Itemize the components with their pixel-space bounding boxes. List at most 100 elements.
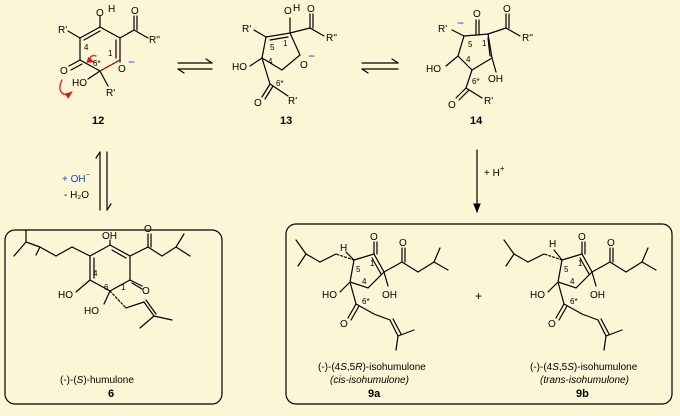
c12-num-6: 6* xyxy=(93,59,101,68)
c9a-name-line2: (cis-isohumulone) xyxy=(330,375,409,386)
c13-atom-r-prime-low: R' xyxy=(288,96,297,107)
c14-atom-ho: HO xyxy=(426,64,441,75)
c9b-label: 9b xyxy=(576,388,589,400)
c9a-atom-o-carbonyl: O xyxy=(399,238,407,249)
c9b-atom-o-top: O xyxy=(578,232,586,243)
c9b-num-5: 5 xyxy=(564,265,569,274)
reagent-hydroxide-text: + OH xyxy=(62,174,86,185)
equilibrium-arrow-12-6 xyxy=(95,151,112,211)
c13-num-4: 4 xyxy=(268,57,273,66)
c9a-atom-oh: OH xyxy=(382,290,397,301)
c13-num-5: 5 xyxy=(270,43,275,52)
c6-atom-ho-left: HO xyxy=(58,290,73,301)
c9b-name-c: ,5 xyxy=(559,362,568,373)
compound-13-structure xyxy=(249,13,325,100)
c9a-num-5: 5 xyxy=(356,265,361,274)
c14-atom-o-ketone: O xyxy=(448,100,456,111)
c13-atom-o-carbonyl: O xyxy=(307,4,315,15)
c9b-num-1: 1 xyxy=(578,259,583,268)
c9a-num-1: 1 xyxy=(370,259,375,268)
c9b-num-6: 6* xyxy=(570,297,578,306)
c12-atom-h: H xyxy=(108,4,115,15)
c9a-name-a: (-)-(4 xyxy=(318,362,341,373)
c12-atom-o-minus: O xyxy=(118,64,126,75)
reagent-proton-charge: + xyxy=(500,164,505,173)
c9b-num-4: 4 xyxy=(570,277,575,286)
c9a-label: 9a xyxy=(368,388,381,400)
reagent-hydroxide: + OH− xyxy=(62,170,91,185)
reagent-proton-text: + H xyxy=(484,168,500,179)
c13-atom-r-prime: R' xyxy=(242,24,251,35)
c9b-name-b: S xyxy=(552,362,559,373)
c13-atom-r-dprime: R'' xyxy=(326,33,337,44)
c9a-atom-o-top: O xyxy=(370,232,378,243)
c12-atom-r-prime: R' xyxy=(58,25,67,36)
c14-atom-oh: OH xyxy=(488,74,503,85)
c9b-name-line2: (trans-isohumulone) xyxy=(540,375,629,386)
c9a-name-e: )-isohumulone xyxy=(362,362,426,373)
c9b-name-e: )-isohumulone xyxy=(574,362,638,373)
c14-num-6: 6* xyxy=(472,77,480,86)
c6-atom-ho-low: HO xyxy=(84,306,99,317)
compound-14-structure xyxy=(445,13,521,101)
c14-atom-r-dprime: R'' xyxy=(522,33,533,44)
c14-charge: − xyxy=(457,16,464,30)
c6-name: (-)-(S)-humulone xyxy=(60,375,134,386)
reagent-hydroxide-charge: − xyxy=(86,170,91,179)
c9b-atom-o-carbonyl: O xyxy=(607,238,615,249)
c9a-atom-h: H xyxy=(340,243,347,254)
c14-num-5: 5 xyxy=(468,40,473,49)
compound-12-structure xyxy=(67,15,149,87)
c14-atom-o-carbonyl: O xyxy=(503,4,511,15)
c9a-name-d: R xyxy=(355,362,362,373)
c9a-name-c: ,5 xyxy=(347,362,356,373)
c6-num-1: 1 xyxy=(121,283,126,292)
c6-num-6: 6 xyxy=(104,283,109,292)
reagent-water: - H₂O xyxy=(64,190,89,201)
plus-sign: + xyxy=(475,289,482,303)
reagent-proton: + H+ xyxy=(484,164,505,179)
c9a-name-line1: (-)-(4S,5R)-isohumulone xyxy=(318,362,426,373)
c12-atom-o-top: O xyxy=(96,8,104,19)
compound-12-electron-arrows xyxy=(59,54,97,99)
c13-charge: − xyxy=(308,49,315,63)
c12-label: 12 xyxy=(92,115,104,127)
humulone-box xyxy=(4,229,223,405)
c12-atom-r-dprime: R'' xyxy=(149,35,160,46)
c6-atom-o-ring: O xyxy=(142,286,150,297)
c13-atom-h: H xyxy=(293,3,300,14)
c9b-name-a: (-)-(4 xyxy=(530,362,553,373)
c14-label: 14 xyxy=(470,115,483,127)
c14-atom-r-prime: R' xyxy=(438,24,447,35)
c9a-name-b: S xyxy=(340,362,347,373)
c12-atom-ho: HO xyxy=(72,78,87,89)
c12-num-4: 4 xyxy=(84,43,89,52)
compound-6-structure xyxy=(13,229,191,329)
c9b-atom-ho: HO xyxy=(530,290,545,301)
c9b-atom-o-low: O xyxy=(548,319,556,330)
equilibrium-arrow-13-14 xyxy=(361,58,399,74)
c12-atom-o-ring: O xyxy=(60,66,68,77)
c14-atom-r-prime-low: R' xyxy=(484,96,493,107)
c13-num-6: 6* xyxy=(276,79,284,88)
compound-9b-structure xyxy=(503,239,657,351)
c6-label: 6 xyxy=(108,388,114,400)
c6-atom-o-carbonyl: O xyxy=(144,224,152,235)
c12-atom-r-prime-low: R' xyxy=(106,88,115,99)
c9b-name-line1: (-)-(4S,5S)-isohumulone xyxy=(530,362,638,373)
c9a-atom-o-low: O xyxy=(340,319,348,330)
isohumulone-box xyxy=(285,223,673,405)
c9b-atom-h: H xyxy=(549,239,556,250)
equilibrium-arrow-12-13 xyxy=(177,58,213,74)
c6-name-prefix: (-)-( xyxy=(60,375,77,386)
c9a-num-4: 4 xyxy=(362,277,367,286)
c12-num-1: 1 xyxy=(108,49,113,58)
c9a-num-6: 6* xyxy=(362,297,370,306)
c12-atom-o-carbonyl: O xyxy=(131,6,139,17)
c14-num-1: 1 xyxy=(482,39,487,48)
c13-num-1: 1 xyxy=(283,39,288,48)
c9b-name-d: S xyxy=(567,362,574,373)
c13-label: 13 xyxy=(280,115,292,127)
compound-9a-structure xyxy=(295,239,449,351)
